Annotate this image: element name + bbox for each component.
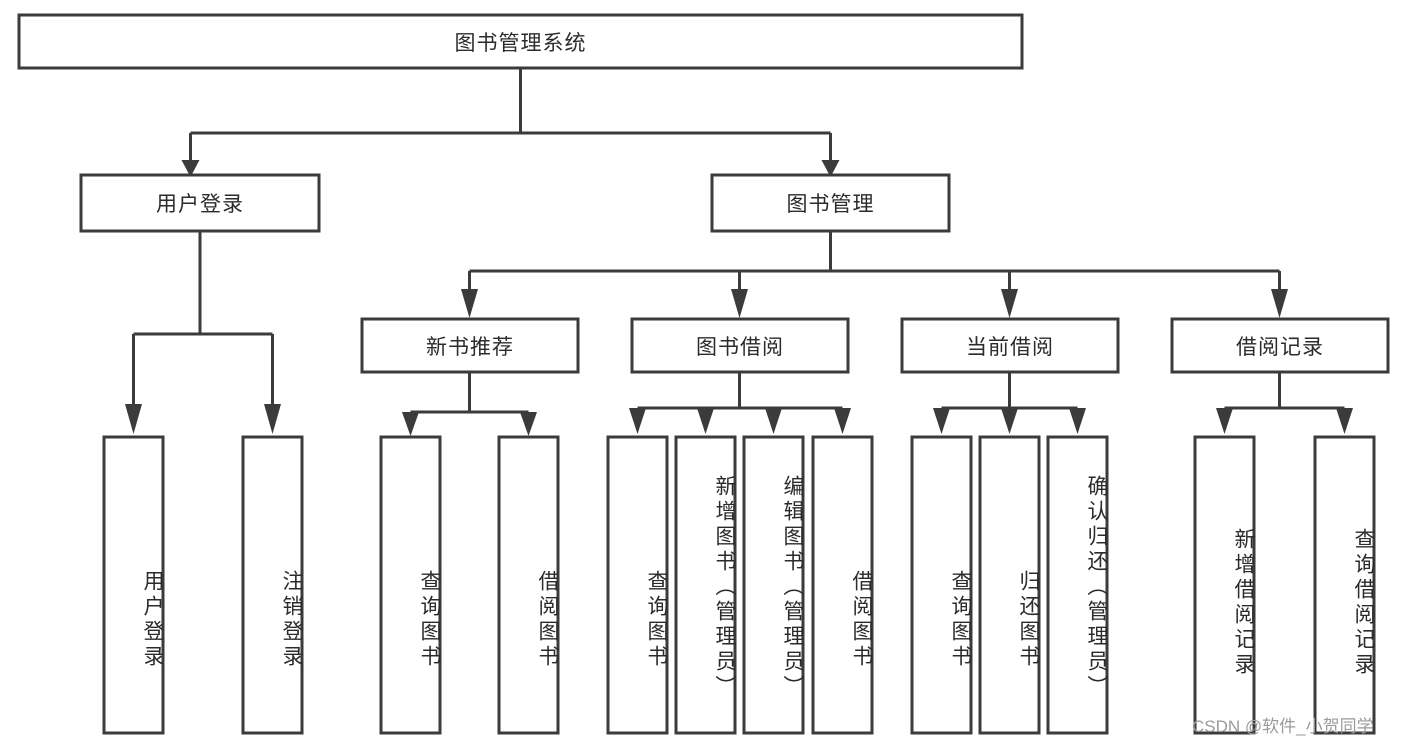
arrowhead-borrow-record bbox=[1271, 289, 1288, 318]
node-box-borrow-record[interactable] bbox=[1170, 317, 1390, 374]
node-box-leaf-bb-borrow-book[interactable] bbox=[811, 435, 874, 735]
arrowhead-br-leaf-2 bbox=[1336, 408, 1353, 434]
node-box-leaf-user-login[interactable] bbox=[102, 435, 165, 735]
node-box-leaf-br-query-record[interactable] bbox=[1313, 435, 1376, 735]
node-box-leaf-nb-query-book[interactable] bbox=[379, 435, 442, 735]
node-box-leaf-cb-query-book[interactable] bbox=[910, 435, 973, 735]
node-box-book-management[interactable] bbox=[710, 173, 951, 233]
arrowhead-new-book-recommend bbox=[461, 289, 478, 318]
node-box-new-book-recommend[interactable] bbox=[360, 317, 580, 374]
node-box-current-borrow[interactable] bbox=[900, 317, 1120, 374]
arrowhead-book-borrow bbox=[731, 289, 748, 318]
arrowhead-cb-leaf-2 bbox=[1001, 408, 1018, 434]
arrowhead-leaf-logout bbox=[264, 404, 281, 434]
node-box-leaf-bb-add-book[interactable] bbox=[674, 435, 737, 735]
node-box-leaf-logout[interactable] bbox=[241, 435, 304, 735]
arrowhead-nb-leaf-2 bbox=[520, 412, 537, 436]
node-box-leaf-cb-return-book[interactable] bbox=[978, 435, 1041, 735]
node-box-user-login[interactable] bbox=[79, 173, 321, 233]
node-box-leaf-nb-borrow-book[interactable] bbox=[497, 435, 560, 735]
arrowhead-leaf-user-login bbox=[125, 404, 142, 434]
arrowhead-bb-leaf-1 bbox=[629, 408, 646, 434]
arrowhead-bb-leaf-2 bbox=[697, 408, 714, 434]
node-box-leaf-br-add-record[interactable] bbox=[1193, 435, 1256, 735]
node-box-leaf-cb-confirm-return[interactable] bbox=[1046, 435, 1109, 735]
arrowhead-user-login bbox=[181, 160, 200, 177]
node-box-leaf-bb-edit-book[interactable] bbox=[742, 435, 805, 735]
arrowhead-book-mgmt bbox=[821, 160, 840, 177]
arrowhead-br-leaf-1 bbox=[1216, 408, 1233, 434]
arrowhead-cb-leaf-1 bbox=[933, 408, 950, 434]
arrowhead-cb-leaf-3 bbox=[1069, 408, 1086, 434]
node-box-leaf-bb-query-book[interactable] bbox=[606, 435, 669, 735]
node-box-book-borrow[interactable] bbox=[630, 317, 850, 374]
arrowhead-bb-leaf-4 bbox=[834, 408, 851, 434]
arrowhead-current-borrow bbox=[1001, 289, 1018, 318]
node-box-root[interactable] bbox=[17, 13, 1024, 70]
arrowhead-bb-leaf-3 bbox=[765, 408, 782, 434]
arrowhead-nb-leaf-1 bbox=[402, 412, 419, 436]
